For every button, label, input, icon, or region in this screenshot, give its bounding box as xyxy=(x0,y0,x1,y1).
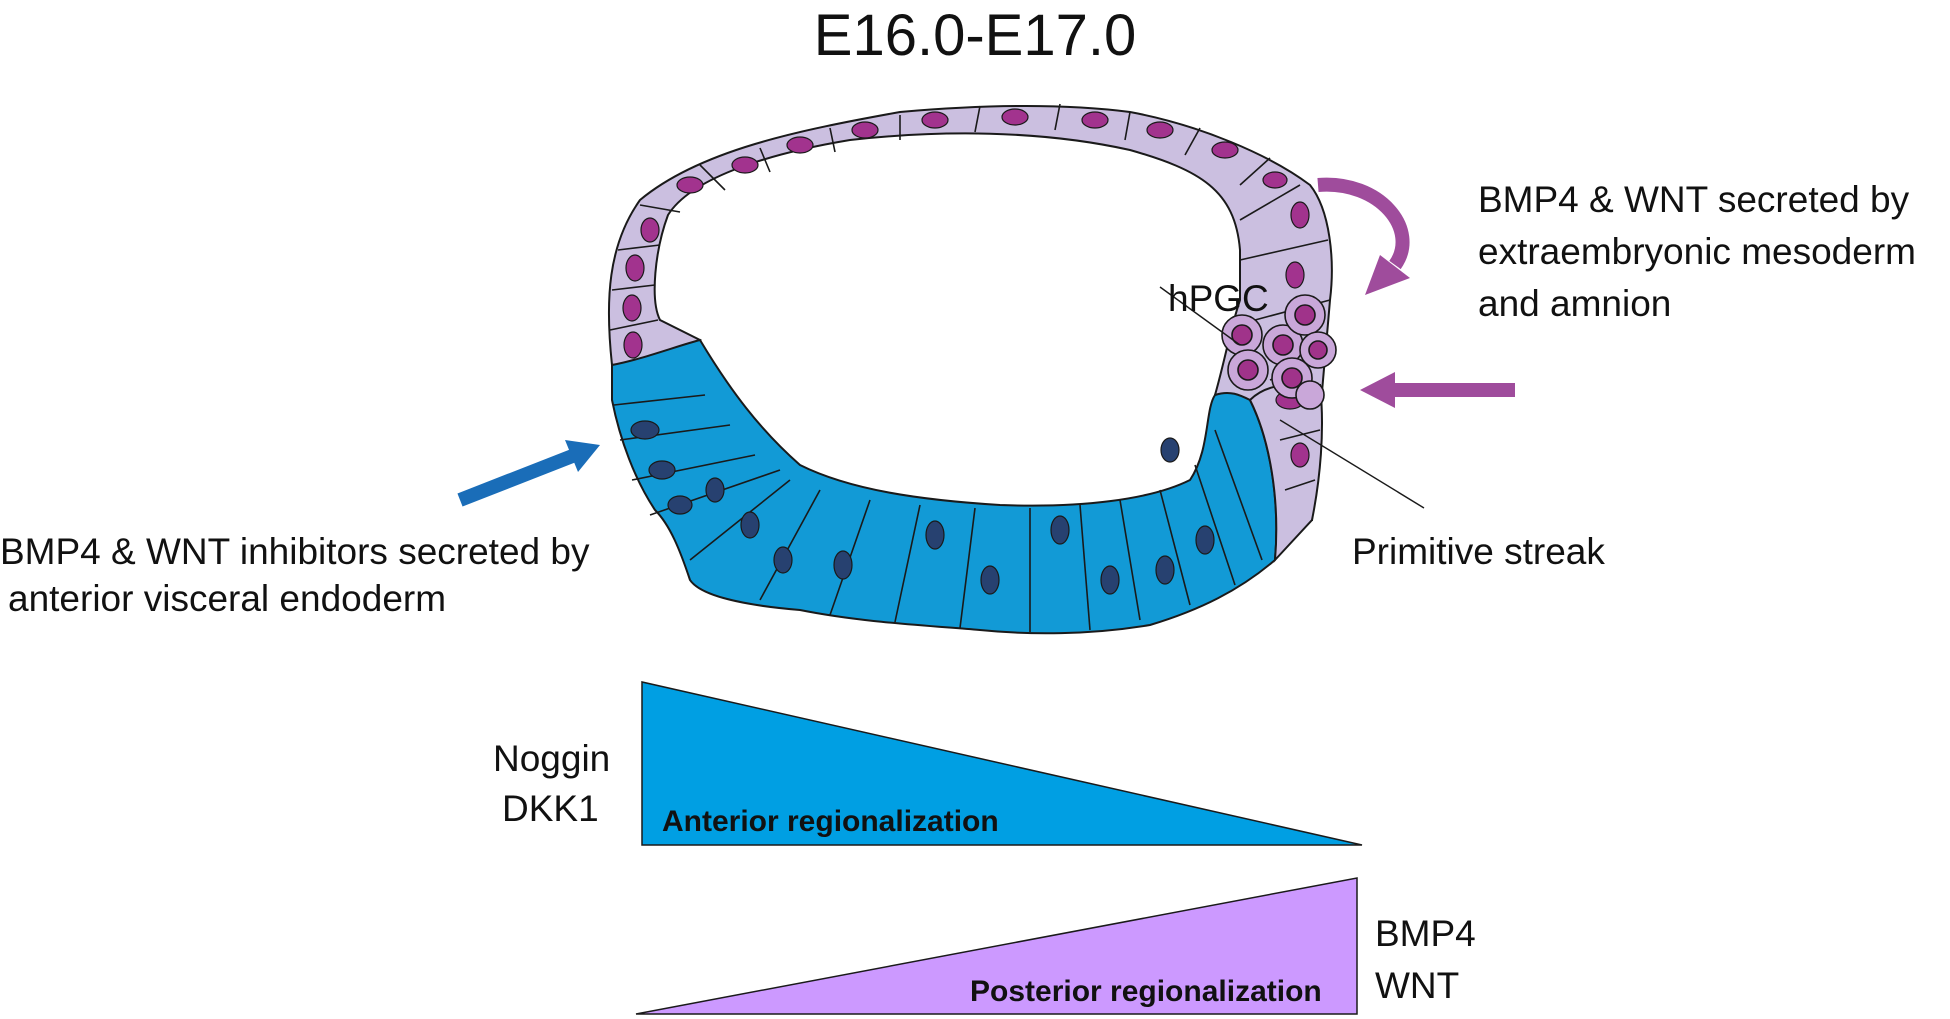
inhibitors-secreted-line1: BMP4 & WNT inhibitors secreted by xyxy=(0,531,590,572)
primitive-streak-pointer-line xyxy=(1279,419,1425,509)
bmp4-wnt-secreted-line1: BMP4 & WNT secreted by xyxy=(1478,179,1910,220)
diagram-title: E16.0-E17.0 xyxy=(813,3,1137,68)
bmp4-wnt-secreted-line3: and amnion xyxy=(1478,283,1672,324)
purple-curved-arrow-icon xyxy=(1317,177,1410,295)
posterior-factor-bmp4: BMP4 xyxy=(1375,913,1476,954)
bmp4-wnt-secreted-line2: extraembryonic mesoderm xyxy=(1478,231,1916,272)
purple-straight-arrow-icon xyxy=(1360,372,1515,408)
anterior-factor-noggin: Noggin xyxy=(493,738,611,779)
hpgc-pointer-line xyxy=(1159,286,1241,346)
posterior-regionalization-label: Posterior regionalization xyxy=(970,975,1322,1008)
anterior-factor-dkk1: DKK1 xyxy=(502,788,599,829)
blue-arrow-icon xyxy=(457,440,600,507)
epiblast-nuclei xyxy=(630,420,1215,595)
inhibitors-secreted-line2: anterior visceral endoderm xyxy=(8,578,447,619)
posterior-gradient xyxy=(635,877,1358,1015)
epiblast-cell-walls xyxy=(613,394,1263,632)
hpgc-label: hPGC xyxy=(1168,278,1269,319)
hpgc-cluster xyxy=(1221,294,1337,410)
anterior-regionalization-label: Anterior regionalization xyxy=(662,805,999,838)
amnion-nuclei xyxy=(622,108,1310,468)
primitive-streak-label: Primitive streak xyxy=(1352,531,1605,572)
anterior-gradient xyxy=(641,681,1363,846)
posterior-factor-wnt: WNT xyxy=(1375,965,1460,1006)
